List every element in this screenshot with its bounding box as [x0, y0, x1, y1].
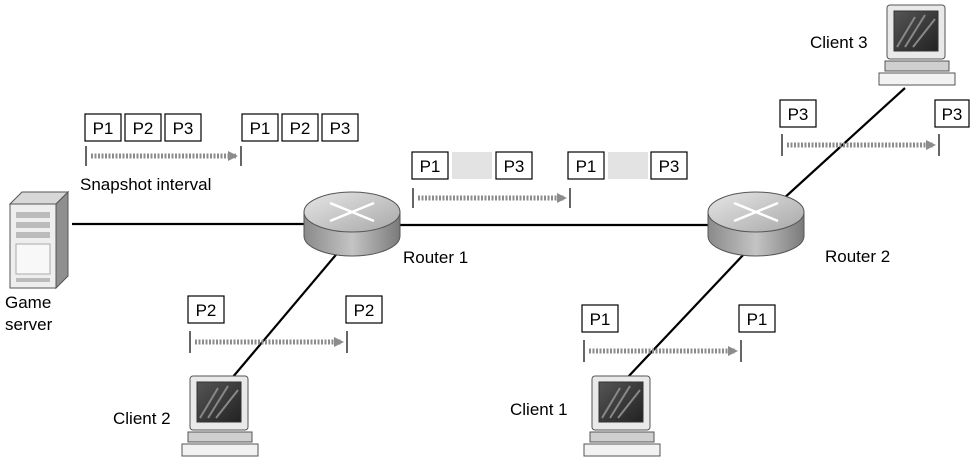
packet-label: P3 — [659, 157, 680, 176]
client-2-interval-arrow — [189, 331, 348, 353]
server-start-packets: P1 P2 P3 — [84, 113, 202, 142]
server-end-packets: P1 P2 P3 — [241, 113, 359, 142]
client-3-computer-icon — [878, 4, 956, 86]
link-interval-arrow — [412, 188, 571, 208]
client-3-label: Client 3 — [810, 33, 868, 52]
client-1-interval-arrow — [583, 340, 742, 362]
game-server-icon — [8, 190, 70, 290]
packet-label: P3 — [330, 119, 351, 138]
packet-label: P1 — [420, 157, 441, 176]
snapshot-interval-label: Snapshot interval — [80, 175, 211, 194]
router-2-icon — [707, 191, 805, 257]
packet-label: P1 — [747, 310, 768, 329]
server-label-line2: server — [5, 315, 53, 334]
link-router1-client2 — [231, 249, 341, 379]
packet-label: P2 — [290, 119, 311, 138]
packet-label: P1 — [590, 310, 611, 329]
client-2-label: Client 2 — [113, 409, 171, 428]
packet-label: P1 — [576, 157, 597, 176]
server-interval-arrow — [85, 146, 242, 166]
client-1-computer-icon — [583, 375, 661, 457]
packet-label: P3 — [788, 105, 809, 124]
packet-label: P2 — [133, 119, 154, 138]
packet-label: P2 — [354, 301, 375, 320]
link-router2-client1 — [626, 252, 746, 379]
router-1-icon — [303, 191, 401, 257]
client-1-packets: P1 P1 — [581, 304, 776, 333]
link-start-packets: P1 P3 — [411, 151, 533, 180]
link-end-packets: P1 P3 — [567, 151, 688, 180]
packet-label: P3 — [942, 105, 963, 124]
router-1-label: Router 1 — [403, 248, 468, 267]
client-3-interval-arrow — [781, 134, 940, 156]
packet-label: P1 — [250, 119, 271, 138]
client-3-packets: P3 P3 — [779, 99, 970, 128]
packet-label: P2 — [196, 301, 217, 320]
gap-slot — [608, 152, 648, 179]
client-2-computer-icon — [181, 375, 259, 457]
client-1-label: Client 1 — [510, 400, 568, 419]
client-2-packets: P2 P2 — [187, 295, 383, 324]
packet-label: P3 — [504, 157, 525, 176]
gap-slot — [452, 152, 492, 179]
server-label-line1: Game — [5, 293, 51, 312]
interval-arrows: Snapshot interval — [80, 134, 940, 362]
packet-label: P3 — [173, 119, 194, 138]
router-2-label: Router 2 — [825, 247, 890, 266]
packet-label: P1 — [93, 119, 114, 138]
